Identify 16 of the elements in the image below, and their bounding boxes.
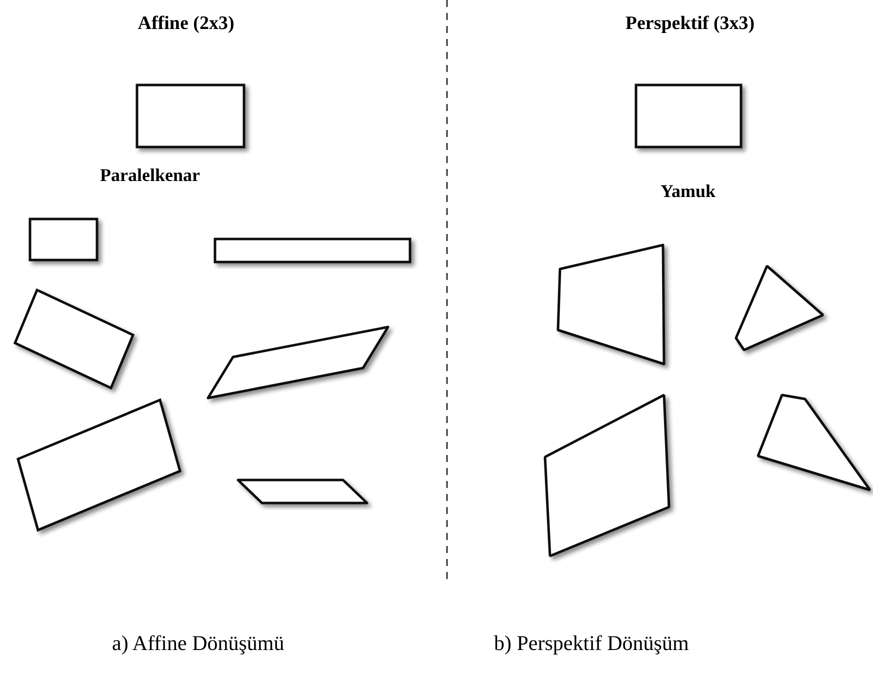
shape-label: Paralelkenar [100, 164, 200, 187]
rectangle-shape [136, 84, 246, 148]
rectangle-shape [634, 84, 742, 148]
quadrilateral-shape [544, 394, 670, 558]
parallelogram-shape [236, 478, 368, 504]
quadrilateral-shape [734, 264, 824, 352]
panel-title: Affine (2x3) [136, 12, 236, 36]
trapezoid-shape [556, 244, 666, 366]
caption: a) Affine Dönüşümü [112, 630, 284, 657]
parallelogram-shape [206, 326, 390, 400]
rectangle-shape [214, 238, 412, 264]
panel-title: Perspektif (3x3) [624, 12, 756, 36]
quadrilateral-shape [756, 394, 872, 492]
rectangle-shape [28, 218, 98, 262]
caption: b) Perspektif Dönüşüm [494, 630, 689, 657]
shape-label: Yamuk [659, 180, 717, 203]
